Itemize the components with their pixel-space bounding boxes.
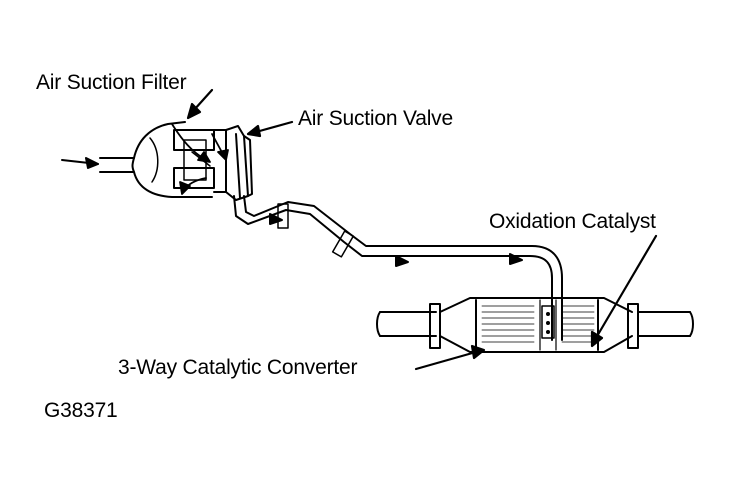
air-pipe — [233, 195, 563, 341]
catalytic-converter-assembly — [376, 297, 694, 353]
label-air-suction-filter: Air Suction Filter — [36, 71, 187, 94]
figure-code: G38371 — [44, 399, 118, 422]
label-oxidation-catalyst: Oxidation Catalyst — [489, 210, 656, 233]
leader-arrows — [186, 88, 658, 371]
air-suction-valve — [225, 125, 253, 201]
label-three-way-converter: 3-Way Catalytic Converter — [118, 356, 358, 379]
label-air-suction-valve: Air Suction Valve — [298, 107, 453, 130]
inlet-arrow — [61, 157, 99, 169]
filter-flow-arrows — [171, 123, 229, 195]
